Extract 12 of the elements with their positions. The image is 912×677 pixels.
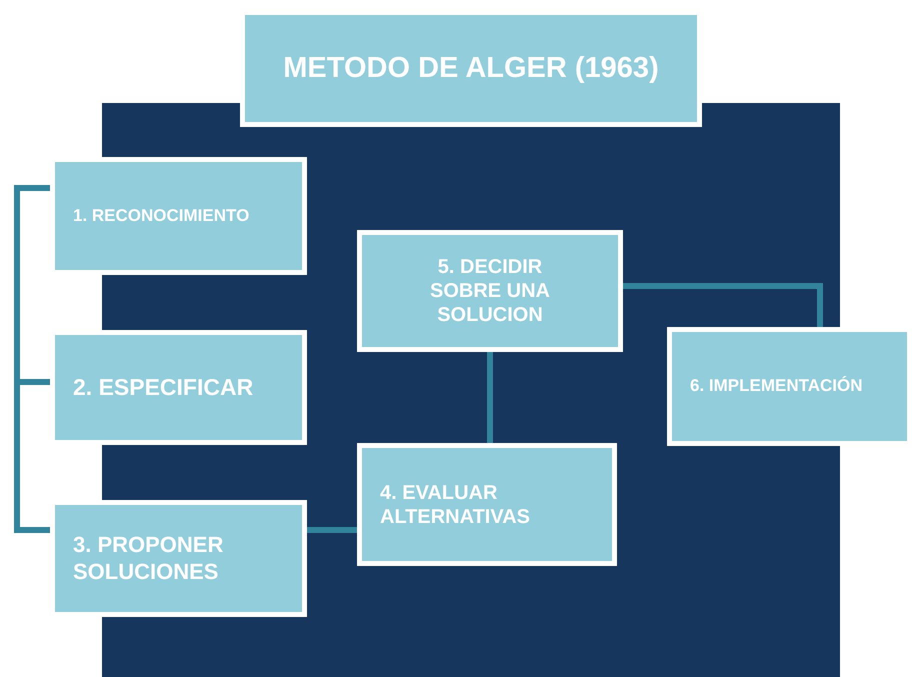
connector-line [307,527,357,533]
connector-line [623,283,823,327]
step-box [357,230,623,352]
connector-line [487,352,493,443]
step-label: 6. IMPLEMENTACIÓN [690,376,863,397]
step-label: 3. PROPONER SOLUCIONES [73,532,224,585]
step-label: 4. EVALUAR ALTERNATIVAS [380,480,531,528]
step-label: 2. ESPECIFICAR [73,374,254,402]
step-box [357,443,617,566]
title: METODO DE ALGER (1963) [283,52,659,85]
step-label: 5. DECIDIR SOBRE UNA SOLUCION [428,255,551,327]
step-label: 1. RECONOCIMIENTO [73,206,250,226]
